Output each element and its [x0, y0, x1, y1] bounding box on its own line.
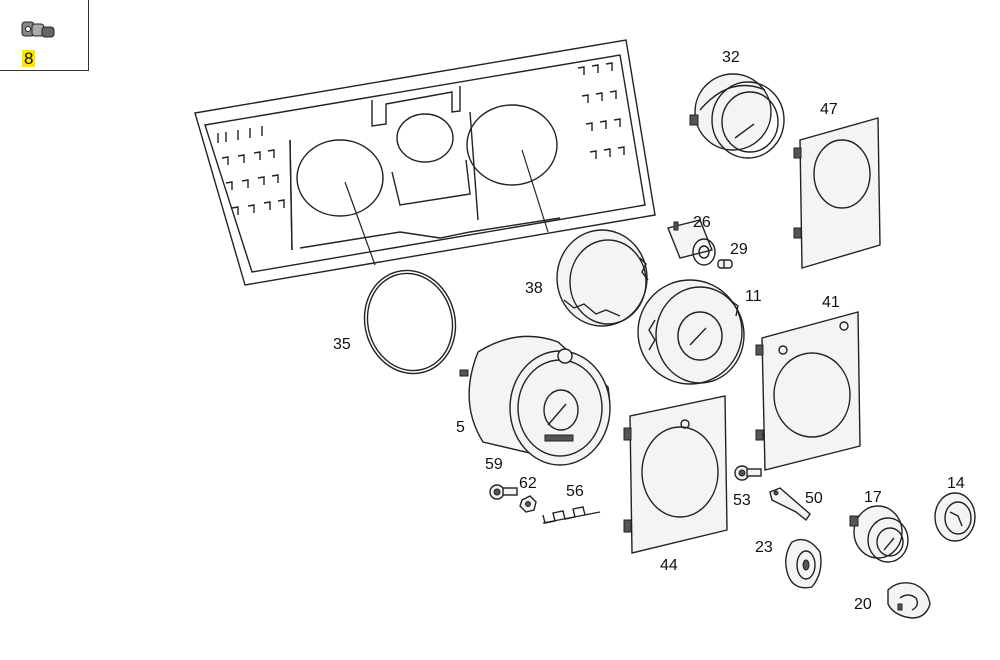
callout-17[interactable]: 17: [864, 489, 882, 506]
callout-14[interactable]: 14: [947, 475, 965, 492]
part-20-bulb-socket[interactable]: [887, 582, 931, 619]
leader-38: [521, 149, 549, 233]
callout-23[interactable]: 23: [755, 539, 773, 556]
callout-32[interactable]: 32: [722, 49, 740, 66]
part-11-gauge-housing[interactable]: [637, 279, 745, 385]
callout-53[interactable]: 53: [733, 492, 751, 509]
part-23-lamp-housing[interactable]: [785, 538, 822, 589]
part-32-clock-gauge[interactable]: [689, 73, 785, 159]
part-17-small-gauge[interactable]: [849, 505, 909, 563]
part-5-speedometer[interactable]: [459, 335, 611, 466]
part-47-bezel-plate[interactable]: [793, 117, 881, 269]
part-56-clip-strip[interactable]: [542, 506, 601, 524]
part-26-bulb-socket[interactable]: [667, 219, 716, 266]
part-41-mounting-plate[interactable]: [755, 311, 861, 471]
callout-38[interactable]: 38: [525, 280, 543, 297]
leader-35: [344, 181, 376, 266]
part-thumbnail-8[interactable]: 8: [0, 0, 89, 71]
callout-5[interactable]: 5: [456, 419, 465, 436]
part-59-screw[interactable]: [489, 484, 518, 500]
connector-thumbnail-icon: [21, 21, 55, 38]
part-29-bulb[interactable]: [717, 259, 733, 269]
callout-56[interactable]: 56: [566, 483, 584, 500]
callout-47[interactable]: 47: [820, 101, 838, 118]
callout-62[interactable]: 62: [519, 475, 537, 492]
callout-20[interactable]: 20: [854, 596, 872, 613]
callout-59[interactable]: 59: [485, 456, 503, 473]
part-38-gauge-ring[interactable]: [556, 229, 649, 327]
callout-44[interactable]: 44: [660, 557, 678, 574]
callout-50[interactable]: 50: [805, 490, 823, 507]
callout-11[interactable]: 11: [745, 288, 762, 305]
part-62-nut[interactable]: [519, 495, 537, 513]
part-50-bracket[interactable]: [769, 487, 811, 522]
callout-29[interactable]: 29: [730, 241, 748, 258]
cluster-housing-panel[interactable]: [194, 39, 656, 286]
part-53-screw[interactable]: [734, 465, 762, 481]
callout-35[interactable]: 35: [333, 336, 351, 353]
callout-41[interactable]: 41: [822, 294, 840, 311]
callout-26[interactable]: 26: [693, 214, 711, 231]
thumbnail-label: 8: [22, 49, 36, 68]
part-14-gauge-face[interactable]: [934, 492, 976, 542]
part-35-seal-ring[interactable]: [353, 260, 467, 384]
part-44-cover-plate[interactable]: [623, 395, 728, 554]
